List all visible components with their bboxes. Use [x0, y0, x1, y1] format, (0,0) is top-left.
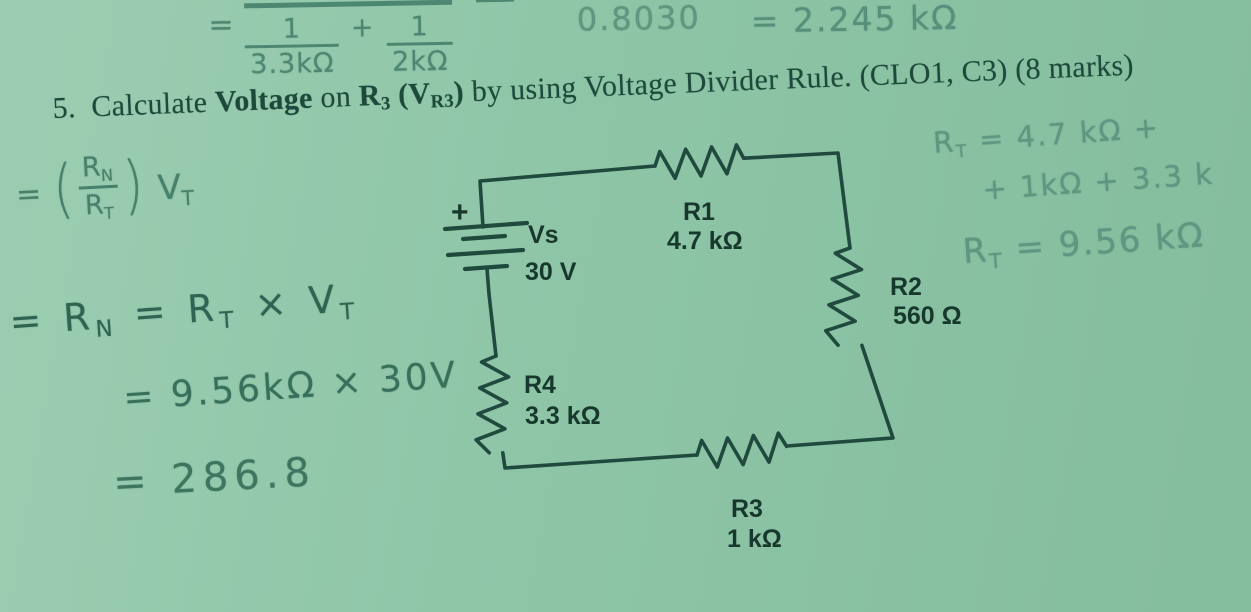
fraction-3k3: 1 3.3kΩ	[244, 13, 340, 81]
rt-total-line: RT = 9.56 kΩ	[961, 215, 1207, 274]
r2-zigzag	[823, 246, 864, 348]
r4-zigzag	[474, 354, 511, 455]
rt-sum-line2: + 1kΩ + 3.3 k	[981, 156, 1215, 207]
handwritten-vdr-formula: = ( RN RT ) VT	[14, 147, 195, 228]
vt-term: VT	[156, 167, 195, 211]
source-name-label: Vs	[528, 221, 559, 249]
handwritten-eq-multiply: = 9.56kΩ × 30V	[122, 354, 460, 419]
rn-over-rt-fraction: RN RT	[76, 151, 121, 224]
handwritten-result: = 286.8	[112, 449, 317, 506]
r3-name-label: R3	[731, 495, 763, 523]
fraction-2k: 1 2kΩ	[386, 11, 454, 78]
r4-name-label: R4	[524, 371, 556, 399]
denominator-sum: 0.8030	[576, 0, 702, 39]
plus-sign: +	[350, 12, 375, 44]
circuit-wire-path	[478, 151, 895, 470]
open-paren: (	[51, 151, 76, 227]
r1-value-label: 4.7 kΩ	[667, 227, 743, 255]
r1-zigzag	[653, 143, 746, 181]
r2-name-label: R2	[890, 273, 922, 301]
handwritten-eq-rn: = RN = RT × VT	[8, 276, 361, 344]
r1-name-label: R1	[683, 198, 715, 226]
r4-value-label: 3.3 kΩ	[525, 402, 601, 430]
parallel-result: = 2.245 kΩ	[750, 0, 959, 41]
equals-sign: =	[208, 7, 235, 43]
equals-sign: =	[15, 176, 43, 214]
main-fraction: 1 3.3kΩ + 1 2kΩ	[244, 0, 454, 81]
stroke-mark	[476, 0, 515, 3]
close-paren: )	[121, 147, 146, 223]
source-value-label: 30 V	[525, 258, 577, 286]
battery-symbol	[442, 220, 530, 272]
circuit-diagram: + Vs 30 V R1 4.7 kΩ R2 560 Ω R4 3.3 kΩ R…	[442, 143, 962, 553]
r3-zigzag	[695, 431, 789, 469]
r2-value-label: 560 Ω	[893, 302, 962, 330]
battery-plus-sign: +	[451, 196, 469, 229]
r3-value-label: 1 kΩ	[727, 525, 782, 553]
